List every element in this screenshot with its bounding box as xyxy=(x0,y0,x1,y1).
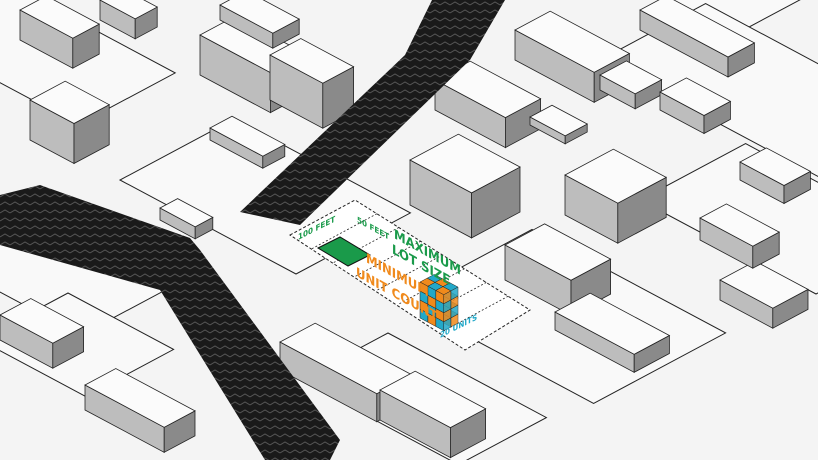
building xyxy=(564,148,668,244)
building xyxy=(659,77,732,135)
highway-southwest xyxy=(0,185,340,460)
building-roof xyxy=(0,298,85,344)
building xyxy=(219,0,301,49)
building-roof xyxy=(719,260,809,309)
building xyxy=(599,60,663,110)
building xyxy=(159,198,214,240)
building-roof xyxy=(219,0,301,34)
building-roof xyxy=(269,38,355,84)
building xyxy=(719,260,809,329)
lot-grid-line xyxy=(377,254,443,291)
building-roof xyxy=(514,10,631,73)
building xyxy=(739,147,812,205)
building-roof xyxy=(599,60,663,95)
lot-grid-line xyxy=(355,240,421,277)
building-roof xyxy=(84,368,196,428)
building-roof xyxy=(99,0,159,20)
building-roof xyxy=(159,198,214,228)
building xyxy=(639,0,756,78)
building xyxy=(554,292,671,373)
building-roof xyxy=(699,203,781,247)
building xyxy=(699,203,781,269)
building xyxy=(409,133,521,239)
building xyxy=(0,298,85,369)
highway-north xyxy=(240,0,505,225)
building xyxy=(529,104,589,145)
maximum-lot-highlight xyxy=(316,236,372,267)
building xyxy=(99,0,159,40)
building xyxy=(29,80,111,165)
building-roof xyxy=(379,370,487,429)
building xyxy=(84,368,196,453)
lot-grid-line xyxy=(311,213,378,250)
lot-parcel xyxy=(289,199,531,351)
building-roof xyxy=(19,0,101,39)
unit-cube-stack xyxy=(419,274,459,332)
building-roof xyxy=(554,292,671,355)
building-roof xyxy=(529,104,589,137)
building-roof xyxy=(29,80,111,124)
building-roof xyxy=(209,115,286,157)
building-roof xyxy=(564,148,668,204)
building-roof xyxy=(739,147,812,186)
building-roof xyxy=(659,77,732,116)
building-roof xyxy=(409,133,521,194)
building xyxy=(19,0,101,69)
building xyxy=(209,115,286,169)
unit-cube-face xyxy=(435,286,452,295)
building xyxy=(379,370,487,459)
building-roof xyxy=(639,0,756,58)
building-roof xyxy=(504,223,612,281)
